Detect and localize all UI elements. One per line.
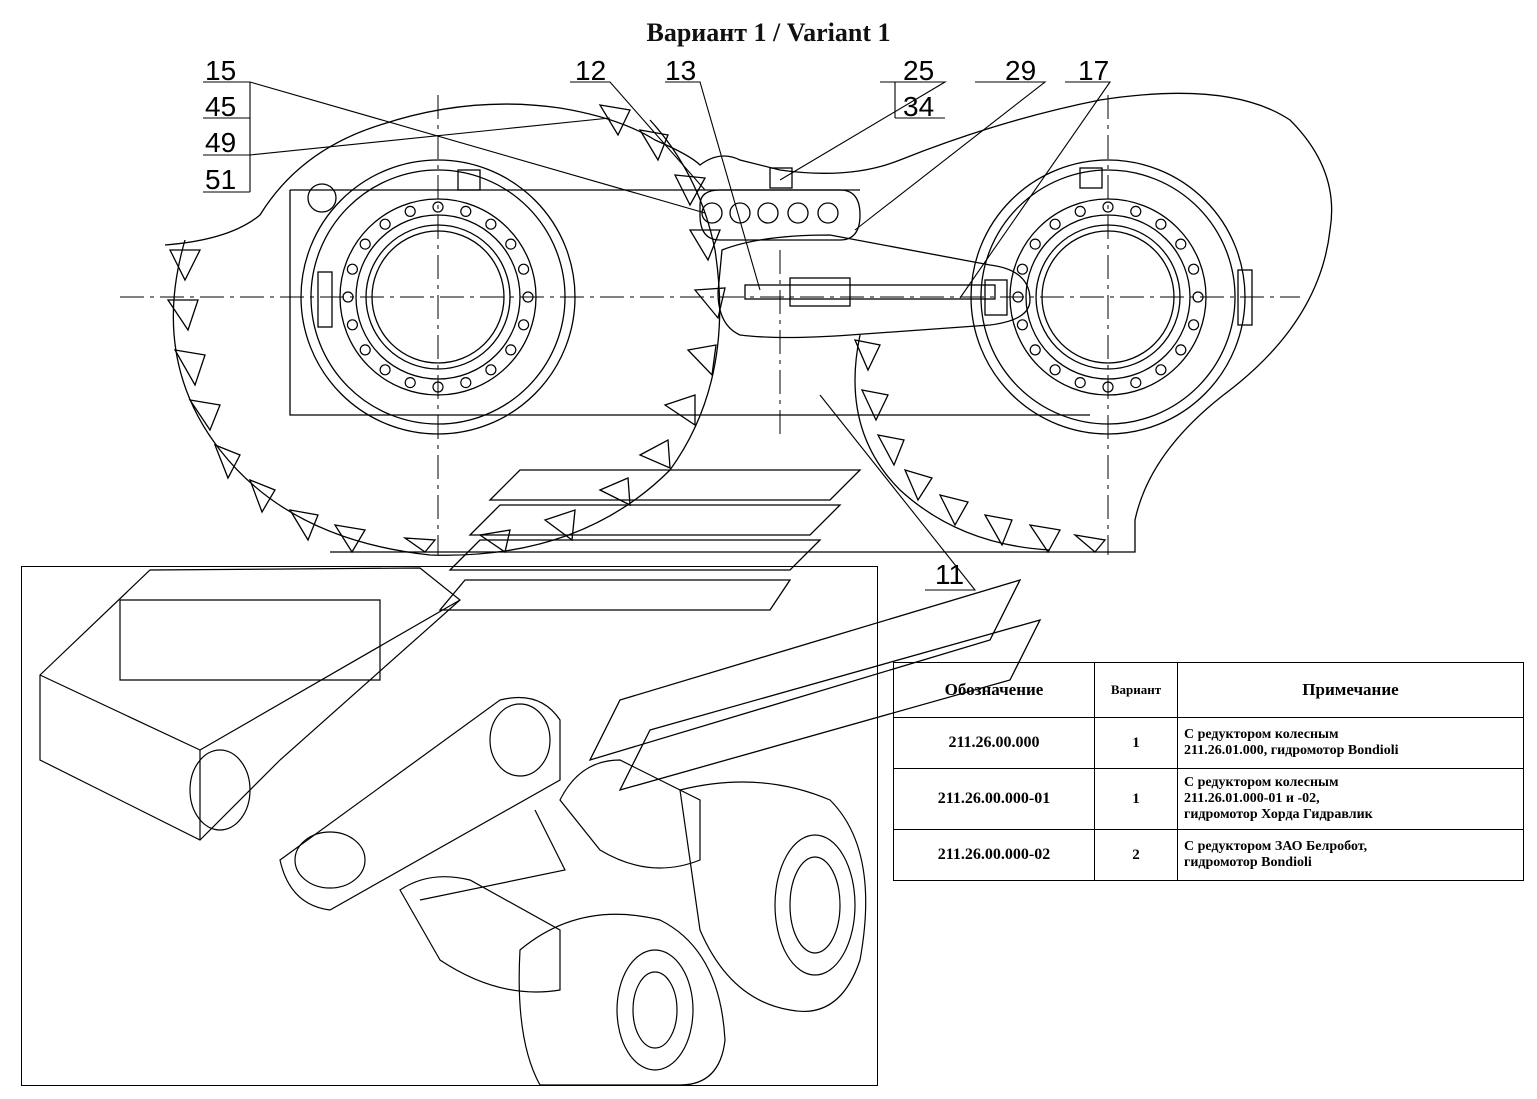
mount-pad	[769, 167, 793, 189]
right-tyre-arc	[854, 334, 1051, 551]
note-line: 211.26.01.000, гидромотор Bondioli	[1184, 743, 1399, 758]
leader-15	[203, 81, 706, 214]
row-designation: 211.26.00.000	[893, 717, 1095, 769]
hatch-lines	[438, 469, 1042, 792]
isometric-frame	[21, 566, 878, 1086]
bolt-hole	[1049, 364, 1061, 376]
row-note: С редуктором ЗАО Белробот, гидромотор Bo…	[1177, 829, 1524, 881]
swing-arm	[717, 234, 1031, 339]
bolt-hole	[460, 205, 472, 217]
bolt-hole	[1155, 364, 1167, 376]
callout-45: 45	[205, 91, 237, 122]
bolt-hole	[1130, 205, 1142, 217]
table-row: 211.26.00.000-02 2 С редуктором ЗАО Белр…	[893, 829, 1524, 881]
row-designation: 211.26.00.000-02	[893, 829, 1095, 881]
bolt-hole	[1175, 238, 1187, 250]
callout-13: 13	[665, 55, 697, 86]
note-line: гидромотор Bondioli	[1184, 855, 1312, 870]
callout-15: 15	[205, 55, 237, 86]
bolt-hole	[359, 344, 371, 356]
chain-case	[699, 189, 861, 241]
row-designation: 211.26.00.000-01	[893, 768, 1095, 830]
right-tread	[853, 339, 1107, 554]
mount-pad	[317, 271, 333, 328]
bolt-hole	[1074, 377, 1086, 389]
note-line: С редуктором колесным	[1184, 775, 1339, 790]
row-variant: 1	[1094, 768, 1178, 830]
bolt-hole	[505, 344, 517, 356]
bolt-hole	[359, 238, 371, 250]
bolt-hole	[485, 218, 497, 230]
leader-29	[854, 81, 1047, 231]
note-line: С редуктором ЗАО Белробот,	[1184, 839, 1368, 854]
bolt-hole	[485, 364, 497, 376]
body-contour	[164, 92, 1333, 553]
bolt-hole	[1175, 344, 1187, 356]
bolt-hole	[460, 377, 472, 389]
leader-25	[779, 81, 948, 181]
mount-pad	[1079, 167, 1103, 189]
bolt-hole	[1016, 263, 1029, 275]
mount-pad	[457, 169, 481, 191]
bolt-hole	[346, 319, 358, 331]
bolt-hole	[1187, 319, 1200, 331]
note-line: гидромотор Хорда Гидравлик	[1184, 807, 1373, 822]
bolt-hole	[505, 238, 517, 250]
callout-29: 29	[1005, 55, 1037, 86]
row-note: С редуктором колесным 211.26.01.000-01 и…	[1177, 768, 1524, 830]
bolt-hole	[379, 218, 391, 230]
header-variant: Вариант	[1094, 662, 1178, 718]
callout-17: 17	[1078, 55, 1110, 86]
callout-34: 34	[903, 91, 935, 122]
table-header-row: Обозначение Вариант Примечание	[893, 662, 1524, 718]
bolt-holes	[342, 201, 1204, 393]
isometric-view	[39, 567, 867, 1086]
bolt-hole	[1029, 344, 1041, 356]
leader-17	[959, 81, 1112, 299]
lifting-eye	[307, 183, 337, 213]
row-note: С редуктором колесным 211.26.01.000, гид…	[1177, 717, 1524, 769]
bolt-hole	[1029, 238, 1041, 250]
callout-12: 12	[575, 55, 607, 86]
bolt-hole	[517, 263, 530, 275]
note-line: 211.26.01.000-01 и -02,	[1184, 791, 1320, 806]
leader-13	[665, 81, 761, 291]
bolt-hole	[517, 319, 530, 331]
bolt-hole	[379, 364, 391, 376]
leader-11	[819, 394, 977, 591]
left-tyre-arc	[172, 119, 721, 556]
note-line: С редуктором колесным	[1184, 727, 1339, 742]
row-variant: 1	[1094, 717, 1178, 769]
bolt-hole	[404, 377, 416, 389]
bolt-hole	[1049, 218, 1061, 230]
bolt-hole	[1016, 319, 1029, 331]
bolt-hole	[1155, 218, 1167, 230]
callout-49: 49	[205, 127, 237, 158]
bolt-hole	[1074, 205, 1086, 217]
header-designation: Обозначение	[893, 662, 1095, 718]
table-row: 211.26.00.000 1 С редуктором колесным 21…	[893, 717, 1524, 769]
callout-51: 51	[205, 164, 237, 195]
drawing-title: Вариант 1 / Variant 1	[646, 18, 891, 47]
table-row: 211.26.00.000-01 1 С редуктором колесным…	[893, 768, 1524, 830]
callout-11: 11	[935, 559, 965, 590]
bolt-hole	[1130, 377, 1142, 389]
row-variant: 2	[1094, 829, 1178, 881]
header-note: Примечание	[1177, 662, 1524, 718]
bolt-hole	[1187, 263, 1200, 275]
left-tread	[166, 104, 726, 554]
bolt-hole	[404, 205, 416, 217]
bolt-hole	[346, 263, 358, 275]
callout-25: 25	[903, 55, 935, 86]
leader-12	[570, 81, 706, 191]
variant-table: Обозначение Вариант Примечание 211.26.00…	[893, 662, 1524, 881]
